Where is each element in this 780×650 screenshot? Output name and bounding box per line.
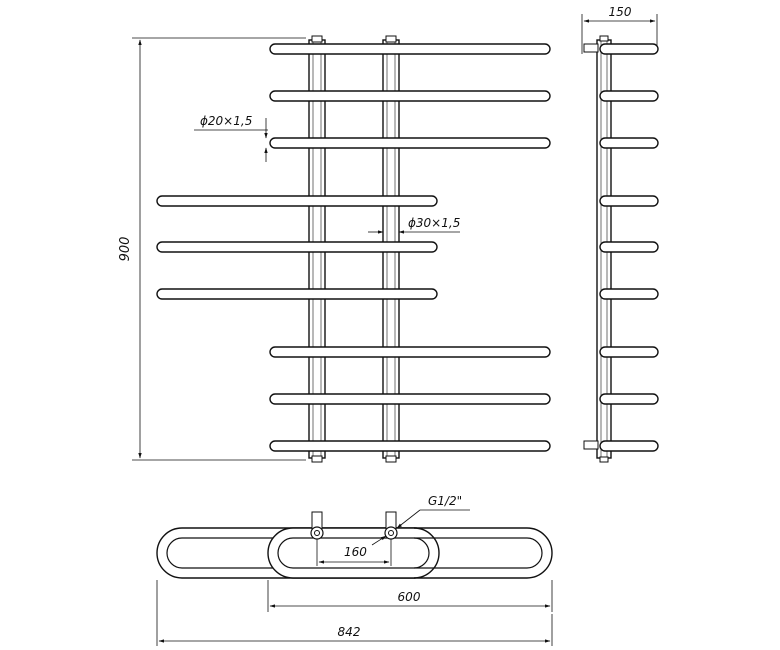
thread-label: G1/2" bbox=[428, 494, 462, 508]
height-dimension: 900 bbox=[118, 37, 306, 461]
short-width-dimension: 600 bbox=[267, 580, 553, 612]
side-rung-2 bbox=[599, 90, 659, 102]
rung-8 bbox=[269, 393, 551, 405]
side-rung-1 bbox=[599, 43, 659, 55]
depth-label: 150 bbox=[609, 5, 632, 19]
rung-1 bbox=[269, 43, 551, 55]
left-bottom-connector bbox=[311, 455, 323, 463]
depth-dimension: 150 bbox=[581, 5, 658, 54]
left-top-connector bbox=[311, 35, 323, 43]
right-connector-fitting bbox=[384, 511, 398, 540]
side-rung-9 bbox=[599, 440, 659, 452]
top-view: G1/2" 160 600 842 bbox=[156, 494, 553, 646]
side-rung-6 bbox=[599, 288, 659, 300]
side-rung-7 bbox=[599, 346, 659, 358]
side-view: 150 bbox=[581, 5, 659, 463]
short-width-label: 600 bbox=[398, 590, 421, 604]
upright-tube-callout: ϕ30×1,5 bbox=[368, 216, 460, 234]
right-top-connector bbox=[385, 35, 397, 43]
side-rung-8 bbox=[599, 393, 659, 405]
right-loop bbox=[267, 527, 553, 579]
side-rung-3 bbox=[599, 137, 659, 149]
side-top-connector bbox=[583, 43, 599, 53]
rung-3 bbox=[269, 137, 551, 149]
rung-6 bbox=[156, 288, 438, 300]
rung-tube-label: ϕ20×1,5 bbox=[200, 114, 252, 128]
height-label: 900 bbox=[118, 237, 133, 262]
center-distance-label: 160 bbox=[344, 545, 367, 559]
rung-9 bbox=[269, 440, 551, 452]
thread-callout: G1/2" bbox=[396, 494, 470, 529]
side-rung-5 bbox=[599, 241, 659, 253]
center-distance-dimension: 160 bbox=[316, 535, 392, 566]
side-bottom-connector bbox=[583, 440, 599, 450]
right-bottom-connector bbox=[385, 455, 397, 463]
rung-2 bbox=[269, 90, 551, 102]
rung-4 bbox=[156, 195, 438, 207]
total-width-dimension: 842 bbox=[156, 580, 553, 646]
total-width-label: 842 bbox=[338, 625, 361, 639]
left-connector-fitting bbox=[310, 511, 324, 540]
upright-tube-label: ϕ30×1,5 bbox=[408, 216, 460, 230]
side-rung-4 bbox=[599, 195, 659, 207]
front-view: 900 ϕ20×1,5 ϕ30×1,5 bbox=[118, 35, 551, 463]
rung-5 bbox=[156, 241, 438, 253]
rung-tube-callout: ϕ20×1,5 bbox=[194, 114, 268, 162]
rung-7 bbox=[269, 346, 551, 358]
